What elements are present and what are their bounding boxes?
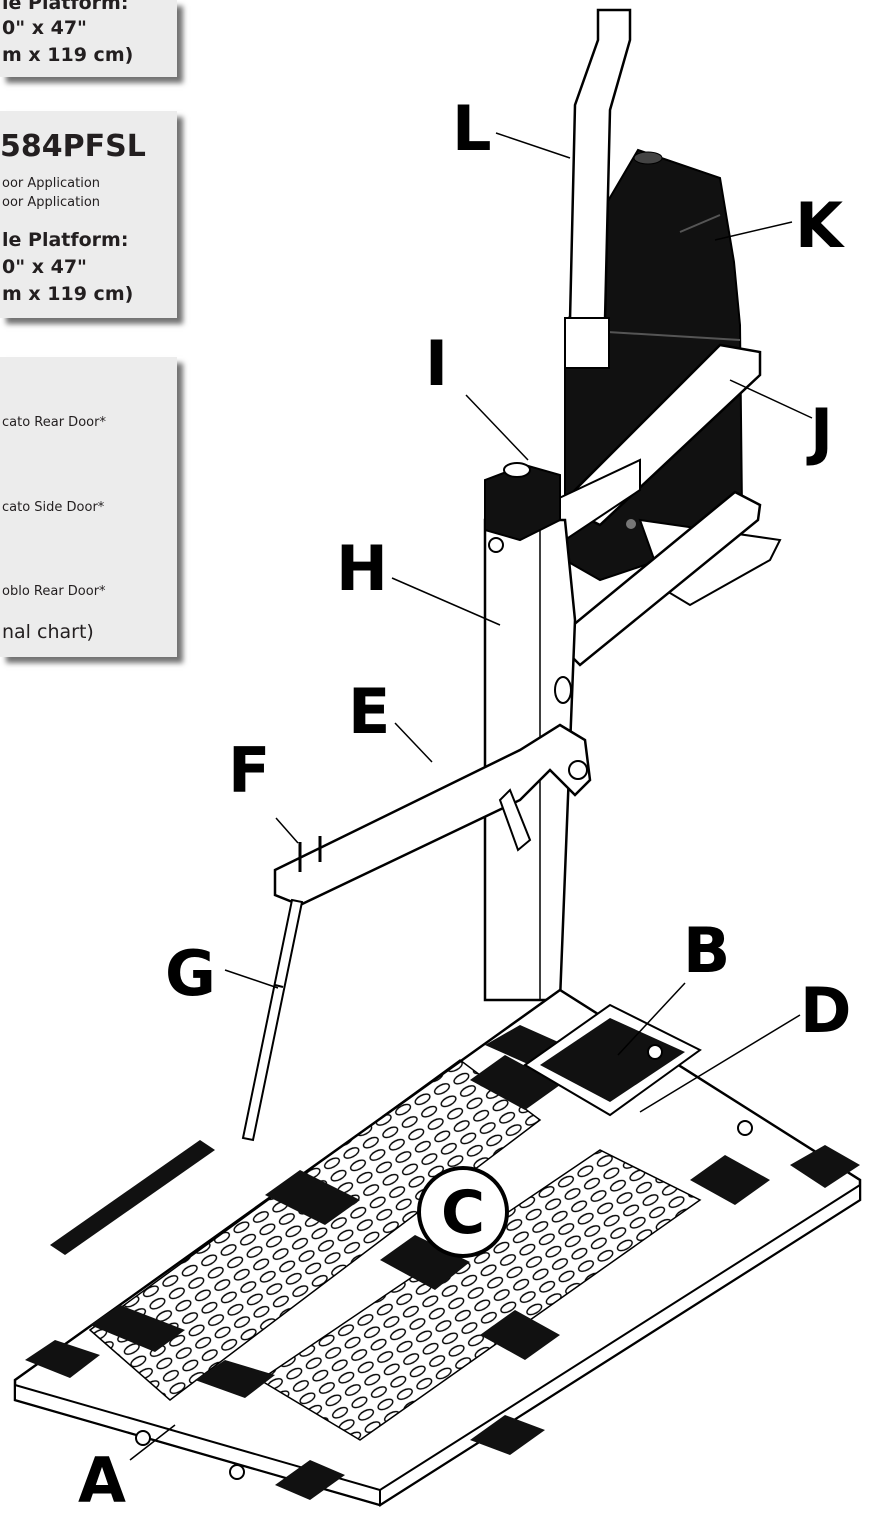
panel3-item-1: cato Rear Door* (2, 415, 106, 430)
gas-strut (241, 898, 304, 1142)
spec-panel-1: le Platform: 0" x 47" m x 119 cm) (0, 0, 177, 77)
panel3-item-2: cato Side Door* (2, 500, 105, 515)
panel2-dim-cm: m x 119 cm) (2, 283, 134, 305)
panel2-platform-label: le Platform: (2, 229, 129, 251)
panel1-dim-inches: 0" x 47" (2, 17, 87, 39)
panel3-item-3: oblo Rear Door* (2, 584, 106, 599)
callout-e: E (348, 675, 390, 748)
callout-i: I (425, 327, 448, 400)
callout-h: H (336, 532, 388, 605)
callout-j: J (806, 395, 833, 468)
panel1-dim-cm: m x 119 cm) (2, 44, 134, 66)
panel2-dim-inches: 0" x 47" (2, 256, 87, 278)
callout-a: A (78, 1444, 126, 1513)
lower-arm (553, 490, 762, 667)
callout-c: C (441, 1178, 485, 1248)
panel2-application-1: oor Application (2, 176, 101, 191)
callout-k: K (795, 189, 845, 262)
callout-l: L (452, 92, 492, 165)
callout-b: B (683, 914, 730, 987)
callout-d: D (800, 974, 851, 1047)
spec-panel-2: 584PFSL oor Application oor Application … (0, 111, 177, 318)
c-callout-badge: C (417, 1166, 509, 1258)
callout-f: F (228, 734, 270, 807)
panel2-model-number: 584PFSL (0, 129, 146, 164)
callout-g: G (165, 937, 216, 1010)
spec-panel-3: cato Rear Door* cato Side Door* oblo Rea… (0, 357, 177, 657)
panel2-application-2: oor Application (2, 195, 101, 210)
panel1-platform-label: le Platform: (2, 0, 129, 14)
control-head (484, 462, 561, 553)
leader-lines (129, 132, 813, 1461)
panel3-footer: nal chart) (2, 621, 94, 643)
